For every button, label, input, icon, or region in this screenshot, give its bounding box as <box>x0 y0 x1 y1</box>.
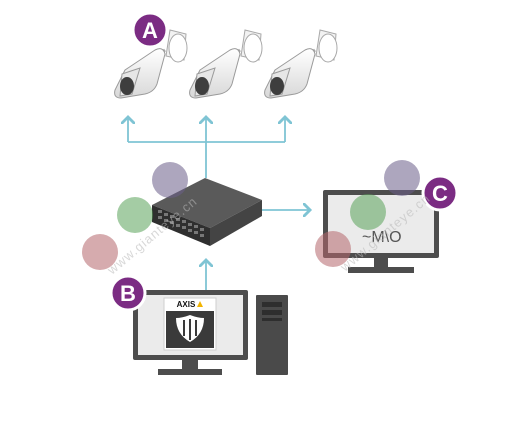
screen-scribble: ~M\O <box>362 229 402 246</box>
network-switch <box>152 178 262 246</box>
badge-c-label: C <box>432 181 448 206</box>
tower-pc-icon <box>256 295 288 375</box>
camera-2 <box>189 29 263 99</box>
axis-logo-mark <box>197 301 203 307</box>
shield-icon <box>176 315 204 342</box>
bullet-camera-icon <box>189 29 263 99</box>
badge-a: A <box>131 11 169 49</box>
camera-1 <box>114 29 188 99</box>
connection-arrows <box>128 117 310 290</box>
badge-c: C <box>421 174 459 212</box>
badge-b: B <box>109 274 147 312</box>
badge-a-label: A <box>142 18 158 43</box>
bullet-camera-icon <box>114 29 188 99</box>
tower-pc <box>256 295 288 375</box>
network-switch-icon <box>152 178 262 246</box>
badge-b-label: B <box>120 281 136 306</box>
bullet-camera-icon <box>264 29 338 99</box>
axis-logo-text: AXIS <box>177 300 196 309</box>
watermark-seal <box>82 160 420 270</box>
camera-3 <box>264 29 338 99</box>
workstation-monitor: AXIS <box>133 290 248 375</box>
